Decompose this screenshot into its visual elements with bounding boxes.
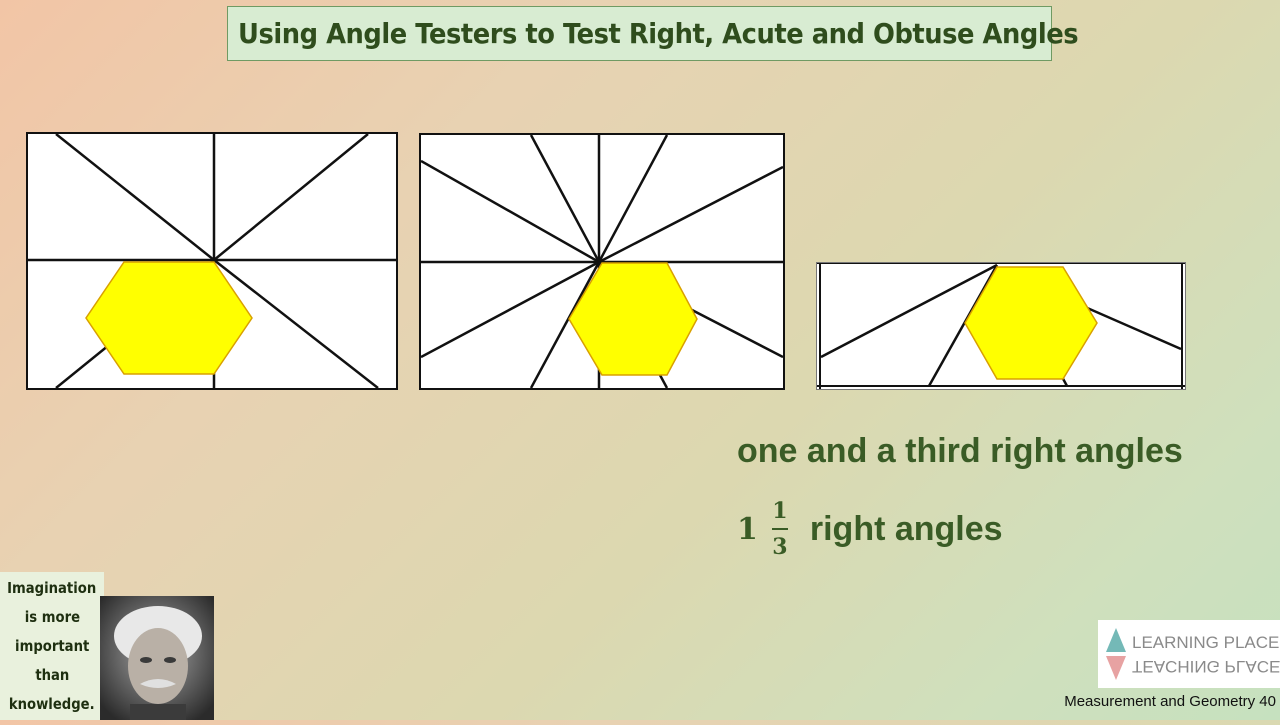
mixed-number-caption: 1 1 3 right angles xyxy=(737,494,1003,564)
quote-line: Imagination xyxy=(7,578,97,597)
angle-panel-1 xyxy=(26,132,398,390)
quote-line: than xyxy=(34,665,70,684)
footer-label: Measurement and Geometry 40 xyxy=(1064,693,1276,710)
angle-lines-1 xyxy=(28,134,396,388)
logo-text-top: LEARNING PLACE xyxy=(1132,633,1279,652)
fraction: 1 3 xyxy=(771,498,788,560)
hexagon-shape xyxy=(568,262,698,376)
fraction-denominator: 3 xyxy=(772,534,788,560)
logo-text-bottom: TEACHING PLACE xyxy=(1132,657,1280,676)
hexagon-shape xyxy=(85,261,253,375)
quote-line: is more xyxy=(24,607,80,626)
title-banner: Using Angle Testers to Test Right, Acute… xyxy=(227,6,1079,61)
whole-number: 1 xyxy=(737,511,758,547)
angle-lines-2 xyxy=(421,135,783,388)
einstein-portrait xyxy=(100,596,214,720)
quote-line: knowledge. xyxy=(9,694,95,713)
quote-card: Imagination is more important than knowl… xyxy=(0,572,104,720)
page-title: Using Angle Testers to Test Right, Acute… xyxy=(238,17,1079,50)
caption-words: one and a third right angles xyxy=(737,432,1183,470)
hexagon-shape xyxy=(964,266,1098,380)
angle-panel-3 xyxy=(816,262,1186,390)
quote-line: important xyxy=(14,636,90,655)
angle-lines-3 xyxy=(817,263,1185,389)
learning-place-logo: LEARNING PLACE TEACHING PLACE xyxy=(1098,620,1280,688)
fraction-bar xyxy=(771,528,788,530)
angle-panel-2 xyxy=(419,133,785,390)
caption-suffix: right angles xyxy=(809,509,1003,548)
fraction-numerator: 1 xyxy=(772,498,788,524)
